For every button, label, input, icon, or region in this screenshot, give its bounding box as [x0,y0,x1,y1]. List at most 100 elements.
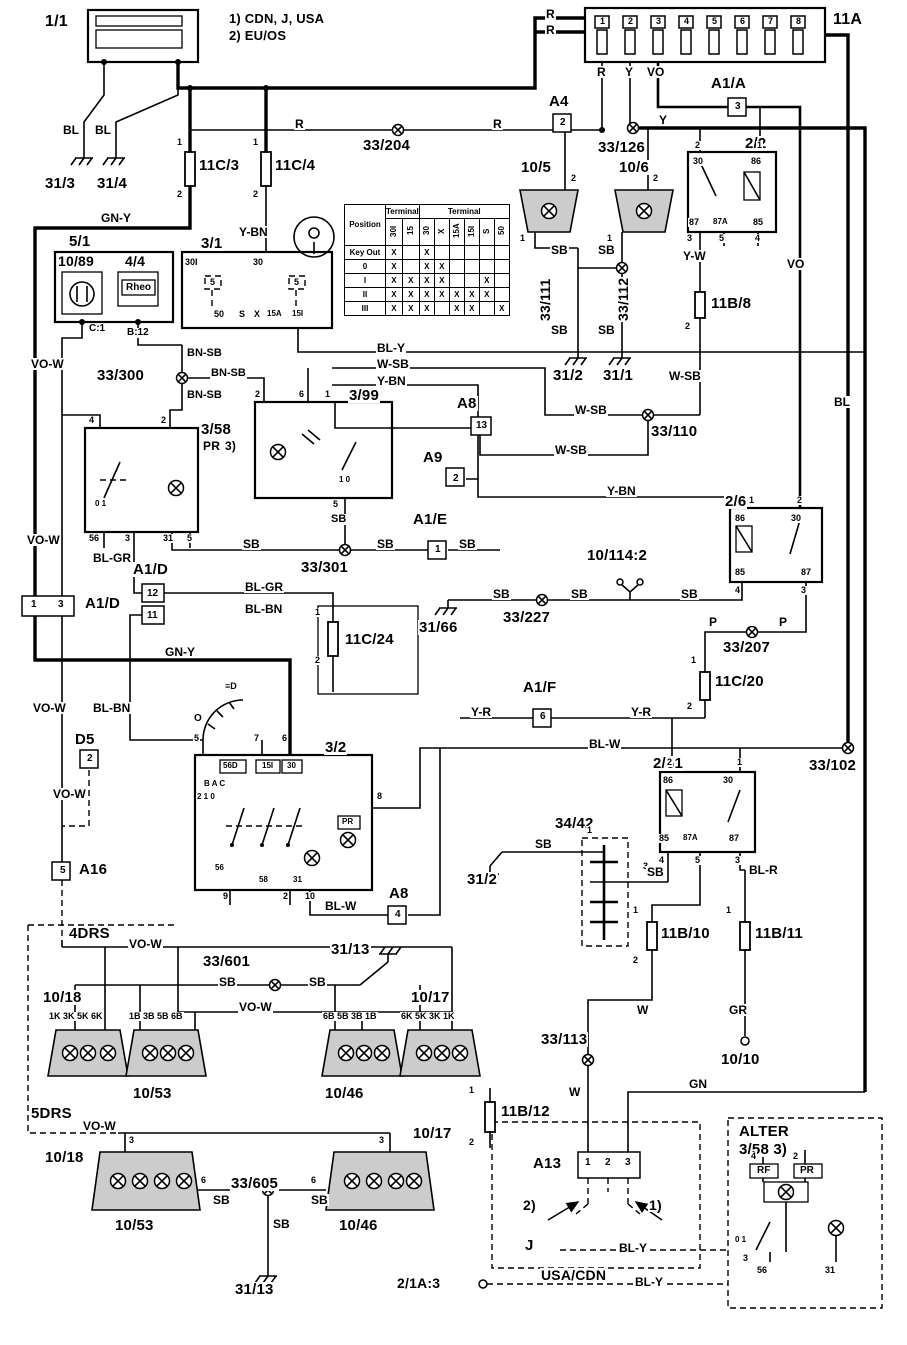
bulb-icon [337,1044,355,1062]
pin: 5 [332,499,340,509]
comp-5-1: 5/1 [68,233,92,250]
splice-label-33-204: 33/204 [362,137,412,154]
legend-note-1: 1) CDN, J, USA [228,11,326,26]
fuse-number-2: 2 [627,16,635,26]
comp-11b11: 11B/11 [754,925,804,942]
pin: 2 [684,321,692,331]
ground-31-3-icon [70,149,94,166]
conn-a1a: A1/A [710,75,747,92]
pin: 4 [658,855,666,865]
wire-label-vow-2: VO-W [26,533,61,547]
pin: 1 [176,137,184,147]
bulb-icon [405,1172,423,1190]
table-header-terminal: S [478,218,495,246]
pin: 1 [756,140,764,150]
wire-label-sb: SB [272,1217,291,1231]
splice-33-207-icon [745,625,759,639]
table-mark [463,259,480,274]
pin: 2 [468,1137,476,1147]
comp-alter-3-58: 3/58 3) [738,1141,789,1158]
wire-label-w-1: W [636,1003,650,1017]
splice-33-227-icon [535,593,549,607]
fuse-11b8 [694,291,706,319]
table-mark [478,301,495,316]
relay-term: 30 [722,775,735,785]
table-header-terminal: 30I [385,218,403,246]
wire-label-bnsb-1: BN-SB [186,347,223,359]
wire-label-sb: SB [308,975,327,989]
wire-label-r-4: R [492,117,503,131]
ignition-key-icon [293,216,335,258]
conn-a8-pin: 13 [475,420,489,431]
term: 15I [261,761,275,770]
table-mark: X [385,301,403,316]
bulb-icon [373,1044,391,1062]
wire-label-sb: SB [646,865,665,879]
terminal-label: X [436,228,446,234]
switch-pos: B A C [203,779,227,788]
pin: 56 [756,1265,769,1275]
term: 30 [252,257,265,267]
table-mark: X [478,287,495,302]
pin: 4 [734,585,742,595]
fuse-number-4: 4 [683,16,691,26]
comp-3-58: 3/58 [200,421,232,438]
pin: 31 [162,533,175,543]
ground-label-31-4: 31/4 [96,175,128,192]
conn-a13-pin3: 3 [624,1157,632,1168]
splice-label-33-111: 33/111 [537,277,553,322]
table-mark [478,259,495,274]
table-mark: X [448,287,465,302]
wire-label-blbn-1: BL-BN [92,701,132,715]
wire-label-p-2: P [778,615,789,629]
bulb-icon [343,1172,361,1190]
conn-a1d-pin11: 11 [146,610,159,621]
pin: 2 [254,389,262,399]
bulb-icon [79,1044,97,1062]
conn-a1e-pin: 1 [434,544,442,555]
conn-a1d-pin12: 12 [146,588,160,599]
headlight-switch-3-2-box [193,753,374,892]
bulb-icon [131,1172,149,1190]
fuse-number-3: 3 [655,16,663,26]
unit-10-89-box [61,271,103,315]
dial-pos-d: ≡D [224,681,238,691]
wire-label-yr-1: Y-R [470,705,493,719]
term: RF [756,1165,772,1176]
pin: 1 [606,233,614,243]
bulb-icon [387,1172,405,1190]
wire-label-bly-1: BL-Y [376,341,406,355]
pin: 2 [686,701,694,711]
ground-label-31-13b: 31/13 [234,1281,275,1298]
pin: 4 [88,415,96,425]
relay-term: 85 [658,833,671,843]
splice-33-301-icon [338,543,352,557]
bulb-icon [433,1044,451,1062]
table-mark [433,245,450,260]
bulb-icon [365,1172,383,1190]
conn-a1a-pin: 3 [734,101,742,112]
wire-label-bly-3: BL-Y [634,1275,664,1289]
comp-10-46b: 10/46 [338,1217,379,1234]
term: 31 [292,875,303,884]
splice-label-33-300: 33/300 [96,367,146,384]
pin: 1 [725,905,733,915]
wire-label-wsb-4: W-SB [668,369,702,383]
pin: 2 [694,140,702,150]
relay-term: 86 [734,513,747,523]
wire-label-bnsb-3: BN-SB [186,389,223,401]
wire-label-ybn-1: Y-BN [238,225,269,239]
wire-label-bl-b: BL [94,123,112,137]
pin: 56 [88,533,101,543]
misc-symbols [69,59,750,1289]
comp-10-53b: 10/53 [114,1217,155,1234]
fuse-number-8: 8 [795,16,803,26]
wire-label-sb: SB [550,243,569,257]
terminal-label: S [481,228,491,234]
term: 56D [222,761,239,770]
wire-label-bnsb-2: BN-SB [210,367,247,379]
ground-label-31-66: 31/66 [418,619,459,636]
splice-label-33-301: 33/301 [300,559,350,576]
pin: 7 [253,733,261,743]
